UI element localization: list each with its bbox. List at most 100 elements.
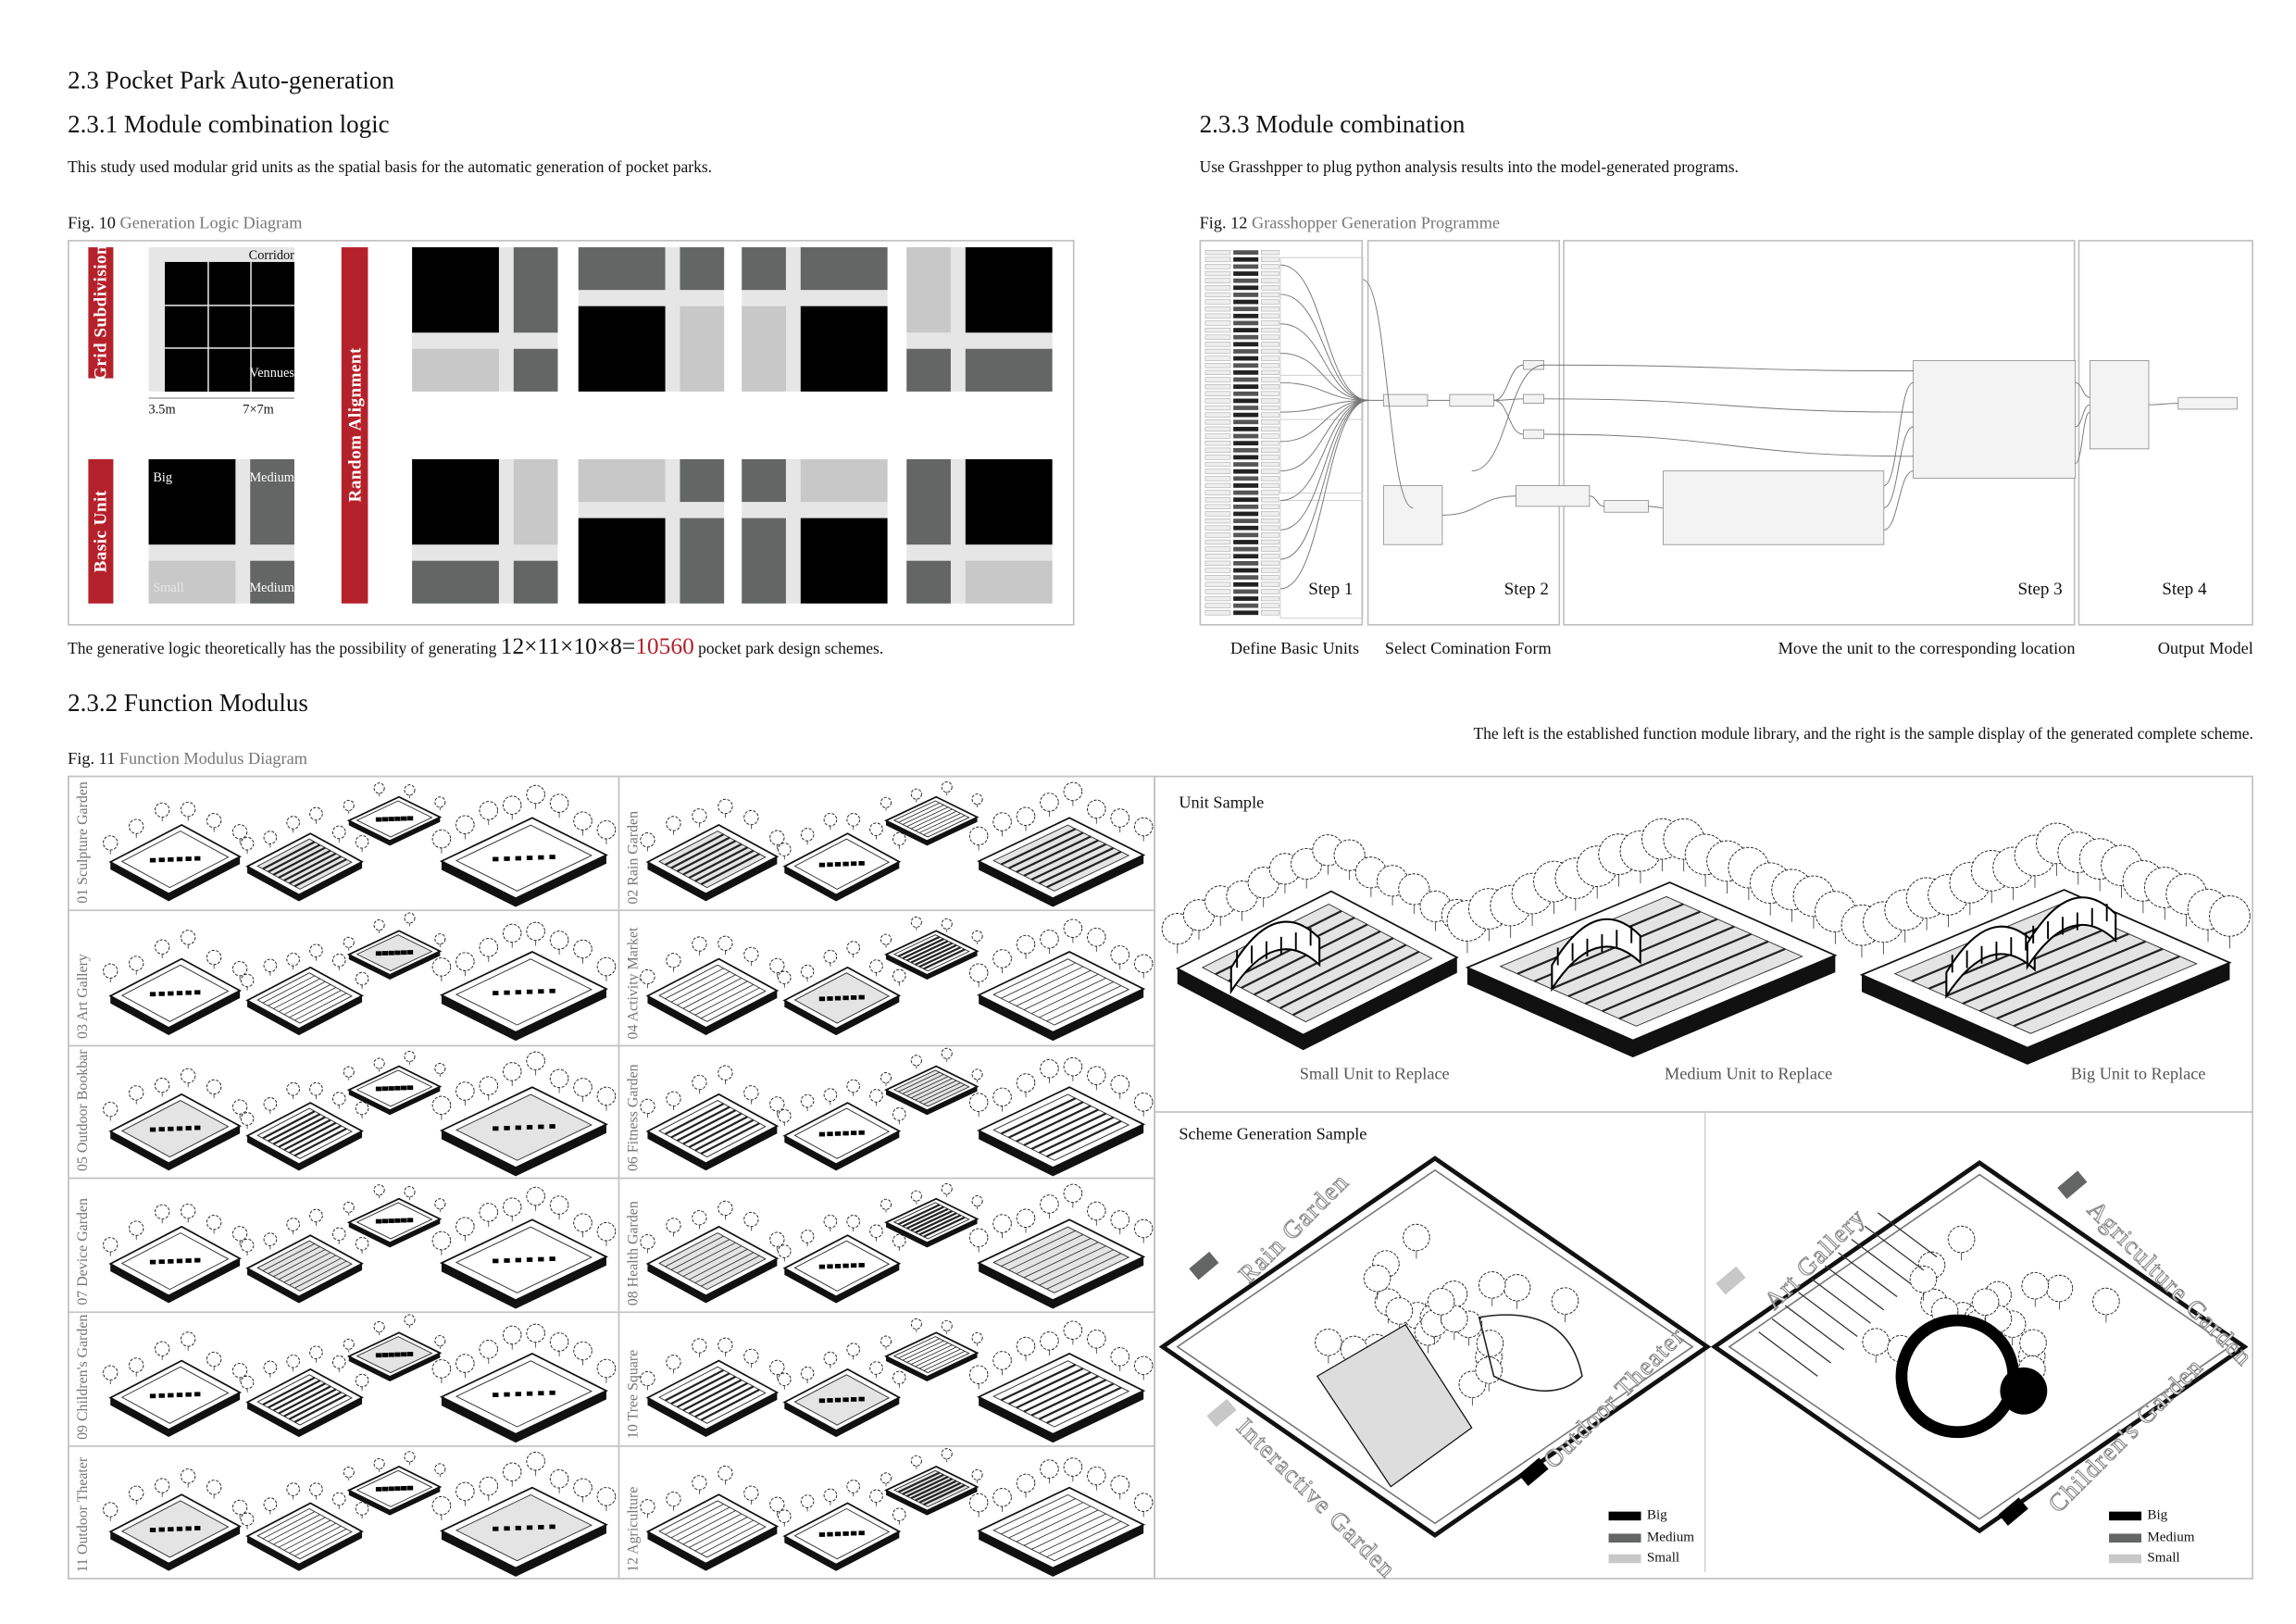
module-feature bbox=[682, 978, 742, 1009]
slab-side bbox=[979, 1256, 1144, 1309]
tree-icon bbox=[769, 957, 785, 974]
module-drawing bbox=[640, 1465, 785, 1571]
slab-side bbox=[441, 989, 606, 1042]
legend-label: Medium bbox=[1646, 1530, 1695, 1545]
module-feature bbox=[388, 1218, 394, 1223]
module-feature bbox=[262, 975, 316, 1004]
module-feature bbox=[375, 1218, 382, 1224]
tree-icon bbox=[718, 1465, 733, 1481]
gh-node bbox=[1261, 369, 1279, 375]
module-feature bbox=[918, 946, 962, 968]
gh-node bbox=[1233, 271, 1259, 276]
module-feature bbox=[176, 991, 183, 995]
gh-node bbox=[1233, 406, 1259, 410]
tree-icon bbox=[941, 1182, 953, 1195]
unit-size-swatch bbox=[1518, 1457, 1549, 1486]
gh-node bbox=[1204, 433, 1231, 439]
big-unit-label: Big bbox=[153, 469, 173, 485]
gh-node bbox=[1261, 342, 1279, 347]
gh-wire bbox=[2148, 403, 2178, 406]
module-feature bbox=[1000, 1363, 1077, 1402]
fig12-caption: Fig. 12 Grasshopper Generation Programme bbox=[1200, 215, 1500, 232]
module-feature bbox=[375, 951, 382, 956]
module-drawing bbox=[343, 1314, 446, 1381]
module-feature bbox=[902, 1340, 944, 1361]
tree-icon bbox=[155, 1077, 170, 1093]
tree-icon bbox=[1063, 781, 1083, 802]
unit-composition bbox=[906, 247, 1053, 392]
module-feature bbox=[902, 1074, 944, 1094]
module-feature bbox=[356, 1069, 433, 1107]
module-feature bbox=[898, 802, 941, 823]
tree-icon bbox=[1087, 1466, 1106, 1486]
slab-side bbox=[247, 1131, 363, 1171]
module-feature bbox=[1008, 1502, 1084, 1539]
tree-icon bbox=[479, 938, 499, 957]
gh-wire bbox=[1589, 495, 1604, 507]
gh-wire bbox=[1471, 364, 1544, 472]
slab-side bbox=[784, 1131, 900, 1171]
slab-side bbox=[647, 1392, 778, 1437]
gh-node bbox=[1204, 270, 1231, 277]
module-drawing bbox=[640, 798, 785, 902]
tree-icon bbox=[968, 1093, 989, 1112]
module-feature bbox=[818, 1131, 826, 1137]
gh-node bbox=[1233, 356, 1259, 361]
step-1-panel bbox=[1199, 240, 1364, 626]
fig-title: Grasshopper Generation Programme bbox=[1251, 215, 1501, 233]
module-feature bbox=[1023, 1108, 1099, 1146]
gh-node bbox=[1233, 419, 1259, 425]
tree-icon bbox=[718, 1200, 733, 1217]
module-feature bbox=[375, 1086, 382, 1092]
tree-icon bbox=[286, 952, 300, 967]
vault-structure bbox=[1229, 920, 1321, 995]
slab-side bbox=[885, 1086, 978, 1116]
gh-node bbox=[1233, 278, 1259, 283]
module-feature bbox=[1023, 1242, 1099, 1279]
module-feature bbox=[670, 970, 730, 1003]
unit-sample-title: Unit Sample bbox=[1179, 794, 1265, 813]
module-feature bbox=[273, 1249, 326, 1278]
module-feature bbox=[455, 1360, 593, 1428]
panel-note: The left is the established function mod… bbox=[1473, 725, 2253, 743]
tree-icon bbox=[549, 1468, 569, 1489]
tree-icon bbox=[331, 953, 346, 968]
module-drawing bbox=[778, 941, 906, 1036]
tree-icon bbox=[502, 795, 522, 815]
module-feature bbox=[834, 1397, 842, 1403]
module-feature bbox=[1016, 1238, 1092, 1275]
tree-icon bbox=[1040, 1058, 1059, 1079]
module-feature bbox=[149, 1393, 156, 1399]
unit-block bbox=[680, 306, 725, 392]
module-feature bbox=[834, 1264, 842, 1268]
unit-block bbox=[578, 306, 666, 392]
module-feature bbox=[493, 1393, 499, 1397]
tree-icon bbox=[892, 1107, 906, 1121]
gh-wire bbox=[1883, 381, 1914, 487]
unit-block bbox=[412, 247, 499, 333]
tree-icon bbox=[231, 1362, 248, 1379]
slab-side bbox=[784, 1531, 900, 1571]
module-feature bbox=[176, 1393, 183, 1397]
tree-icon bbox=[549, 1332, 569, 1352]
gh-node bbox=[1233, 293, 1259, 297]
tree-icon bbox=[263, 1360, 278, 1375]
gh-wire bbox=[1493, 398, 1524, 401]
gh-node bbox=[1261, 546, 1279, 552]
module-feature bbox=[394, 1486, 401, 1492]
slab-side bbox=[348, 1353, 441, 1381]
module-feature bbox=[149, 992, 156, 997]
module-feature bbox=[665, 968, 724, 1000]
tree-icon bbox=[596, 1358, 617, 1379]
gh-node bbox=[1261, 285, 1279, 291]
tree-icon bbox=[2092, 1287, 2120, 1316]
module-feature bbox=[682, 1245, 742, 1277]
module-feature bbox=[688, 846, 748, 880]
legend-item-small: Small bbox=[1608, 1548, 1695, 1569]
tree-icon bbox=[434, 1198, 446, 1210]
gh-wire bbox=[1883, 426, 1914, 508]
gh-node bbox=[1233, 532, 1259, 538]
legend-item-medium: Medium bbox=[1608, 1527, 1695, 1548]
